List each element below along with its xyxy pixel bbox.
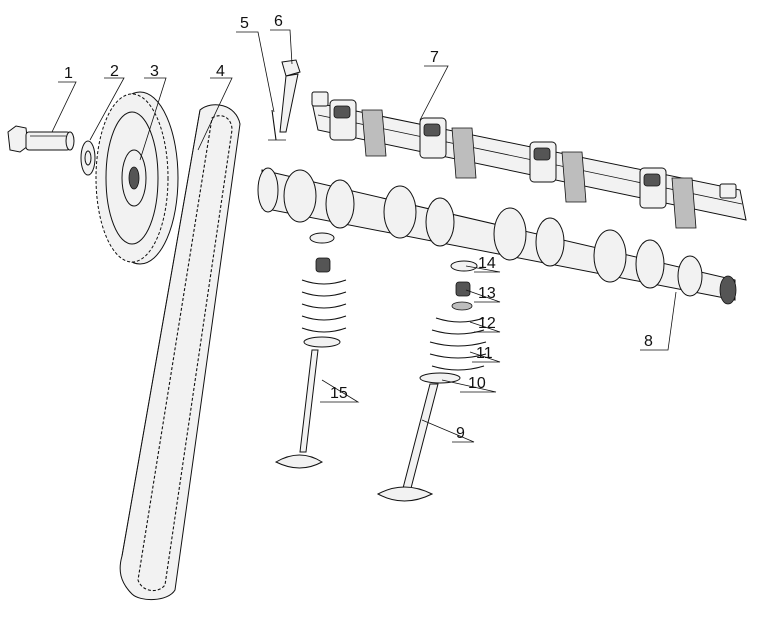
part-7-rocker-assembly [311,91,747,229]
callout-14: 14 [478,255,496,272]
leader-lines [51,29,677,443]
callout-10: 10 [468,375,486,392]
callout-2: 2 [110,63,119,80]
part-9-14-valve-group [376,260,487,502]
part-4-timing-belt [119,104,241,600]
callout-3: 3 [150,63,159,80]
callout-9: 9 [456,425,465,442]
callout-7: 7 [430,49,439,66]
callout-15: 15 [330,385,348,402]
callout-4: 4 [216,63,225,80]
part-6-bolt [279,59,301,133]
part-8-camshaft [257,167,737,305]
part-15-valve-group [274,232,347,469]
part-5-pin [268,109,286,141]
part-2-washer [80,140,96,176]
part-1-bolt [7,125,75,153]
part-3-timing-gear [95,91,179,265]
callout-11: 11 [476,345,493,362]
callout-5: 5 [240,15,249,32]
callout-12: 12 [478,315,496,332]
callout-13: 13 [478,285,496,302]
callout-8: 8 [644,333,653,350]
callout-1: 1 [64,65,73,82]
callout-6: 6 [274,13,283,30]
